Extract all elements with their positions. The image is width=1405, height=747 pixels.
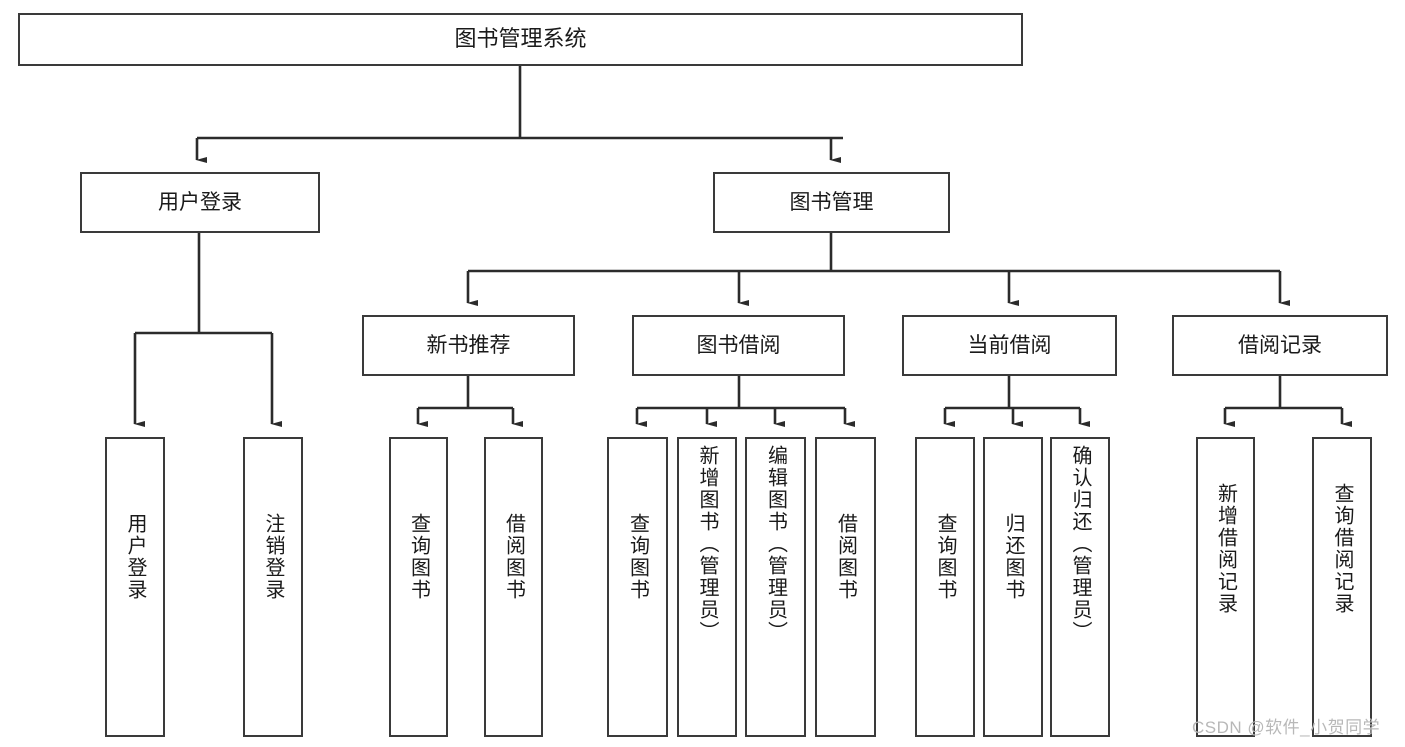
leaf-user-login[interactable]: 用户登录 <box>105 437 165 737</box>
leaf-borrow-book-1[interactable]: 借阅图书 <box>484 437 543 737</box>
leaf-query-book-1-label: 查询图书 <box>407 513 430 601</box>
node-user-login-label: 用户登录 <box>158 190 242 214</box>
node-current-borrow-label: 当前借阅 <box>967 333 1052 357</box>
leaf-user-login-label: 用户登录 <box>124 513 146 601</box>
leaf-query-borrow-record-label: 查询借阅记录 <box>1331 483 1353 615</box>
leaf-logout-label: 注销登录 <box>262 513 284 601</box>
leaf-add-book-admin[interactable]: 新增图书（管理员） <box>677 437 737 737</box>
leaf-add-borrow-record[interactable]: 新增借阅记录 <box>1196 437 1255 737</box>
node-book-management-label: 图书管理 <box>789 190 874 214</box>
node-borrow-record-label: 借阅记录 <box>1238 333 1322 357</box>
leaf-query-book-3-label: 查询图书 <box>934 513 956 601</box>
node-borrow-record[interactable]: 借阅记录 <box>1172 315 1388 376</box>
node-book-borrow[interactable]: 图书借阅 <box>632 315 845 376</box>
node-current-borrow[interactable]: 当前借阅 <box>902 315 1117 376</box>
leaf-logout[interactable]: 注销登录 <box>243 437 303 737</box>
leaf-borrow-book-1-label: 借阅图书 <box>502 513 525 601</box>
csdn-watermark: CSDN @软件_小贺同学 <box>1192 718 1381 737</box>
leaf-query-book-1[interactable]: 查询图书 <box>389 437 448 737</box>
leaf-edit-book-admin-label: 编辑图书（管理员） <box>764 445 787 643</box>
leaf-return-book-label: 归还图书 <box>1002 513 1024 601</box>
leaf-confirm-return-admin-label: 确认归还（管理员） <box>1069 445 1091 643</box>
node-root-label: 图书管理系统 <box>454 26 587 52</box>
leaf-edit-book-admin[interactable]: 编辑图书（管理员） <box>745 437 806 737</box>
leaf-add-borrow-record-label: 新增借阅记录 <box>1214 483 1237 615</box>
leaf-borrow-book-2[interactable]: 借阅图书 <box>815 437 876 737</box>
leaf-add-book-admin-label: 新增图书（管理员） <box>696 445 718 643</box>
node-book-borrow-label: 图书借阅 <box>696 333 781 357</box>
node-new-book-recommend-label: 新书推荐 <box>426 333 511 357</box>
leaf-confirm-return-admin[interactable]: 确认归还（管理员） <box>1050 437 1110 737</box>
leaf-borrow-book-2-label: 借阅图书 <box>834 513 857 601</box>
leaf-query-borrow-record[interactable]: 查询借阅记录 <box>1312 437 1372 737</box>
leaf-return-book[interactable]: 归还图书 <box>983 437 1043 737</box>
node-root[interactable]: 图书管理系统 <box>18 13 1023 66</box>
leaf-query-book-2-label: 查询图书 <box>626 513 649 601</box>
node-user-login[interactable]: 用户登录 <box>80 172 320 233</box>
leaf-query-book-3[interactable]: 查询图书 <box>915 437 975 737</box>
node-new-book-recommend[interactable]: 新书推荐 <box>362 315 575 376</box>
leaf-query-book-2[interactable]: 查询图书 <box>607 437 668 737</box>
node-book-management[interactable]: 图书管理 <box>713 172 950 233</box>
